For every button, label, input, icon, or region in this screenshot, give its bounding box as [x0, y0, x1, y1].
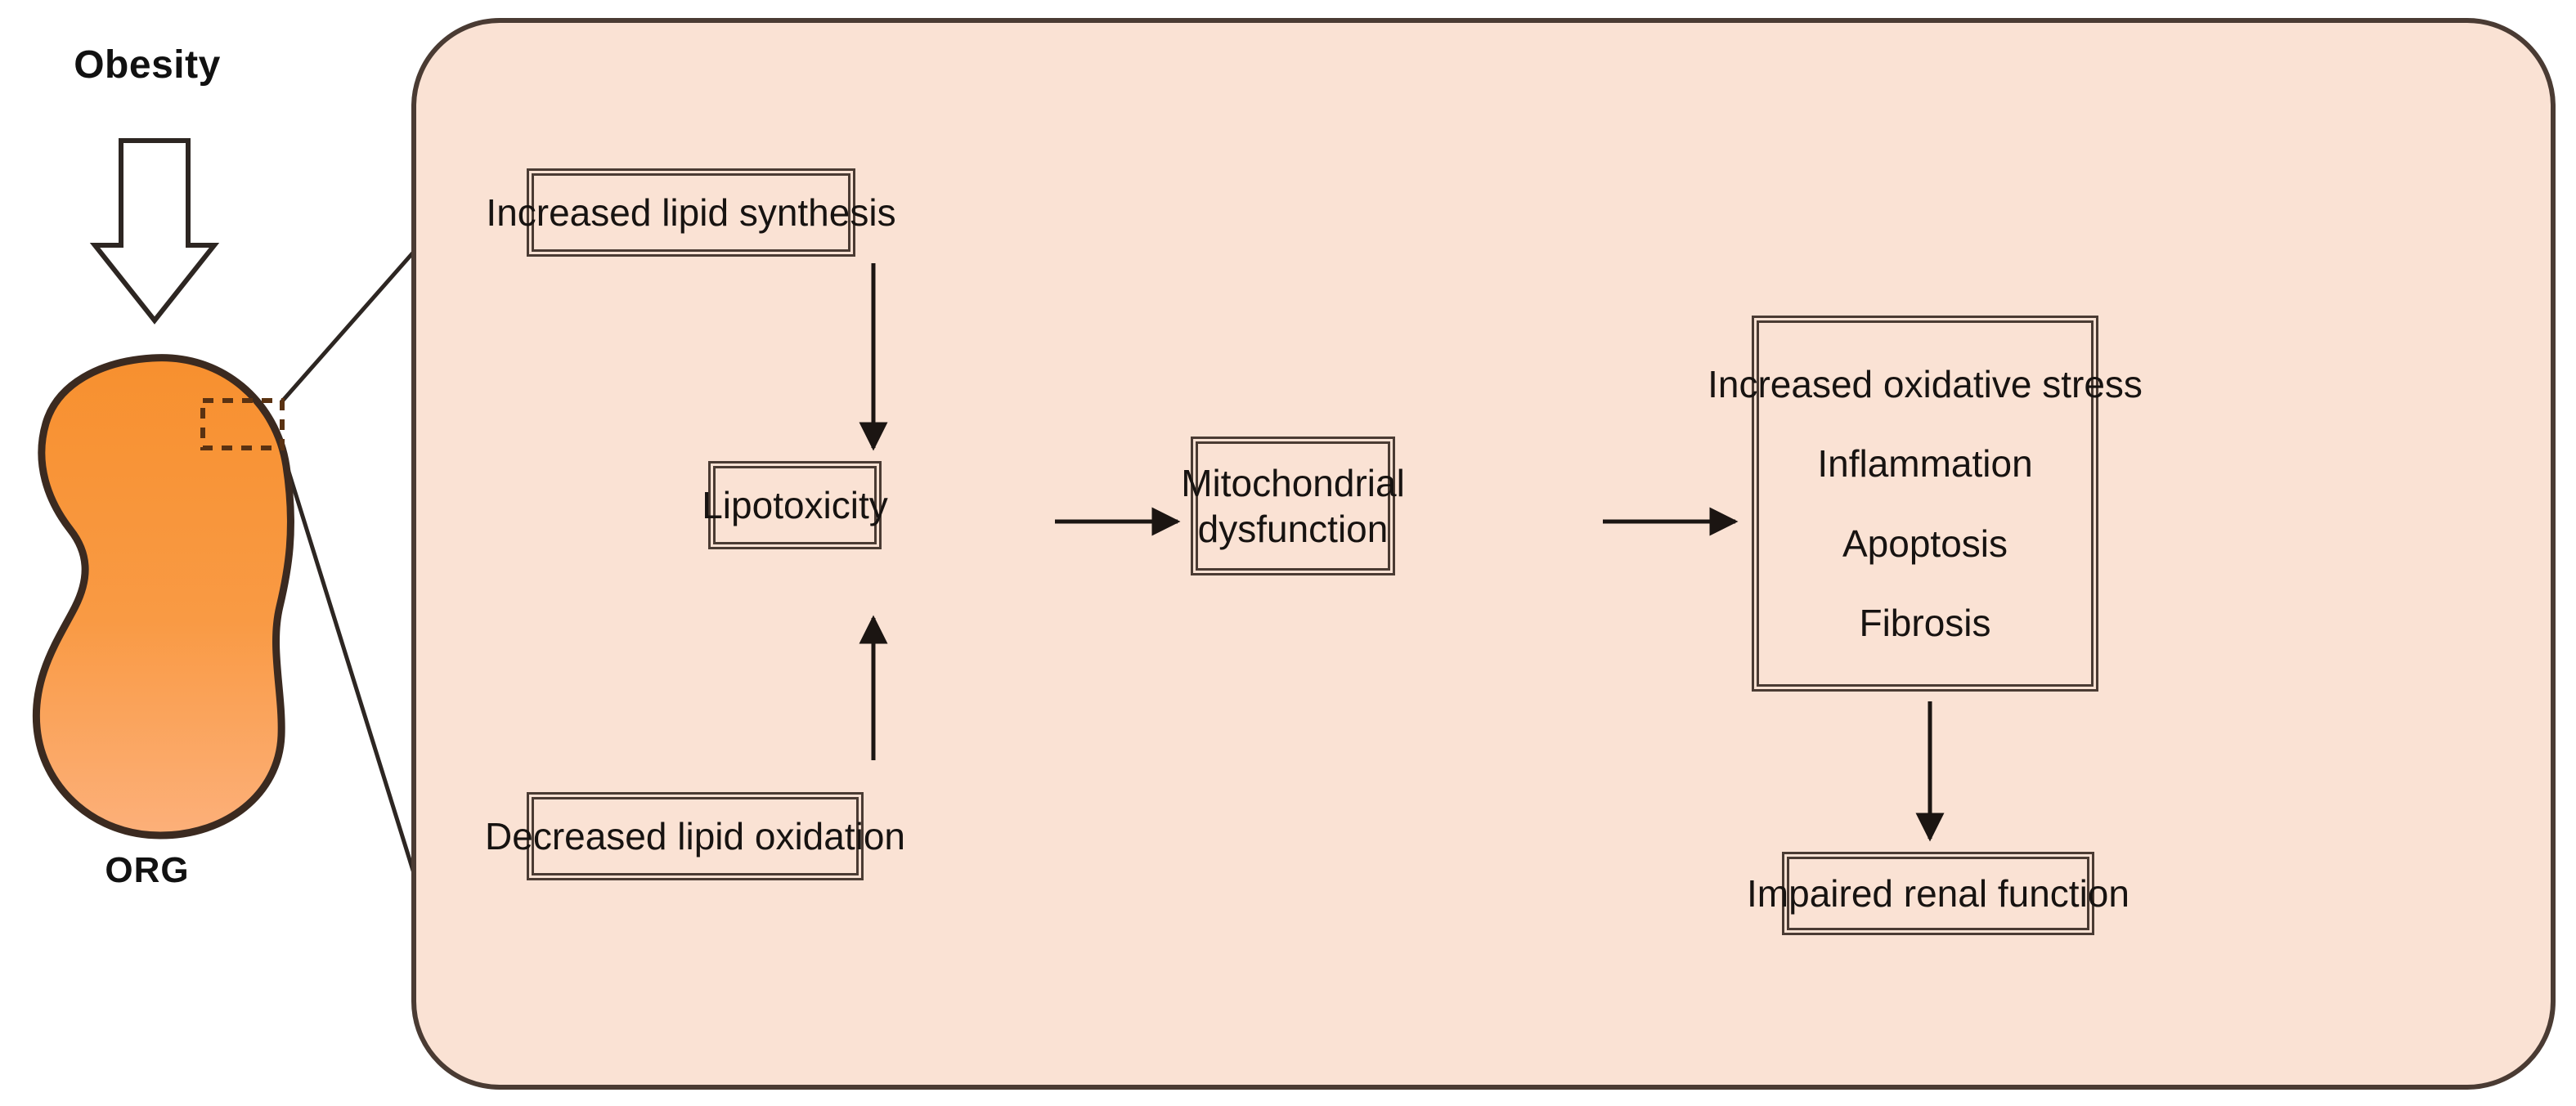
callout-line-lower [279, 447, 416, 874]
node-mitochondrial-dysfunction[interactable]: Mitochondrial dysfunction [1181, 441, 1405, 571]
outcome-line-oxidative-stress: Increased oxidative stress [1708, 362, 2143, 405]
node-label: Impaired renal function [1747, 871, 2129, 915]
node-label: Increased lipid synthesis [486, 190, 896, 234]
outcome-line-apoptosis: Apoptosis [1842, 522, 2008, 565]
outcome-line-fibrosis: Fibrosis [1859, 602, 1991, 645]
flow-arrows [859, 263, 1945, 842]
obesity-label: Obesity [74, 43, 221, 87]
dashed-region-of-interest-icon [200, 398, 285, 450]
node-label-line-1: Mitochondrial [1181, 461, 1405, 504]
node-label: Lipotoxicity [702, 483, 888, 526]
down-block-arrow-icon [89, 138, 220, 325]
node-increased-lipid-synthesis[interactable]: Increased lipid synthesis [486, 173, 896, 252]
node-label-line-2: dysfunction [1197, 508, 1389, 550]
org-label: ORG [105, 850, 190, 890]
panel-background [411, 18, 2556, 1090]
node-outcomes[interactable]: Increased oxidative stress Inflammation … [1708, 320, 2143, 687]
callout-line-upper [280, 250, 415, 404]
node-lipotoxicity[interactable]: Lipotoxicity [702, 466, 888, 544]
outcome-line-inflammation: Inflammation [1817, 442, 2033, 486]
node-impaired-renal-function[interactable]: Impaired renal function [1747, 857, 2129, 930]
kidney-organ-icon [32, 354, 294, 840]
callout-connector-lines [279, 250, 416, 874]
node-decreased-lipid-oxidation[interactable]: Decreased lipid oxidation [485, 797, 905, 875]
node-label: Decreased lipid oxidation [485, 814, 905, 857]
